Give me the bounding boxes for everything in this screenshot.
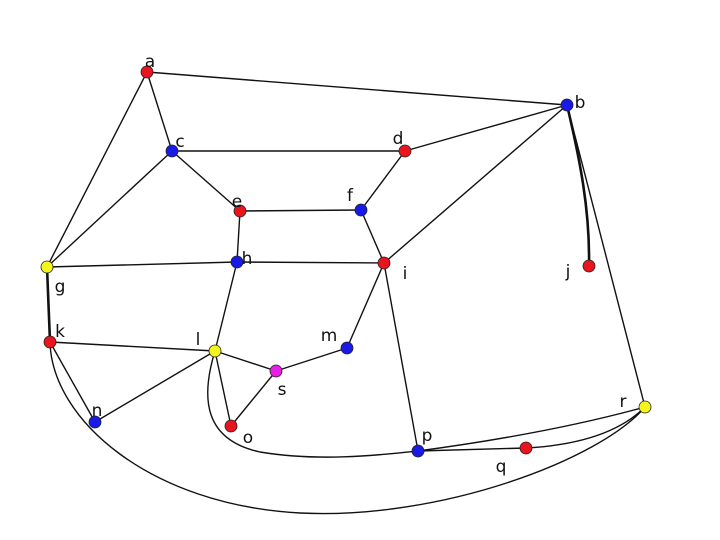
node-b [560,98,574,112]
edges-layer [45,71,646,515]
edge-b-j [565,103,591,268]
edge-b-r [566,104,646,408]
nodes-layer [40,65,652,458]
node-label-g: g [55,277,66,297]
node-c [165,144,179,158]
node-label-q: q [496,457,507,477]
edge-c-g [46,150,173,268]
node-label-k: k [55,322,65,342]
node-label-e: e [232,192,242,212]
node-label-f: f [347,186,354,206]
node-j [582,259,596,273]
edge-a-c [146,71,173,152]
edge-k-n [49,341,96,423]
labels-layer: a b c d e f g h i j k l m n o p q r s [55,52,627,477]
node-p [411,444,425,458]
node-q [519,441,533,455]
edge-i-p [383,262,419,452]
edge-h-l [214,261,238,352]
edge-s-m [275,347,348,372]
edge-l-o [214,350,232,427]
edge-l-p [207,350,419,458]
node-label-d: d [393,129,404,149]
edge-p-r [417,406,646,452]
node-r [638,400,652,414]
node-label-o: o [243,428,253,448]
edge-k-r [49,341,646,515]
node-label-c: c [175,132,184,152]
node-label-l: l [196,330,201,350]
node-label-r: r [620,392,627,412]
edge-e-f [239,209,362,212]
edge-l-n [94,350,216,423]
node-label-s: s [278,380,287,400]
node-d [398,144,412,158]
node-i [377,256,391,270]
edge-e-h [236,210,241,263]
edge-g-k [45,265,52,344]
edge-b-i [383,104,568,264]
node-l [208,344,222,358]
node-h [230,255,244,269]
edge-l-s [214,350,277,372]
node-label-b: b [575,93,586,113]
node-label-p: p [422,426,433,446]
edge-c-e [171,150,241,212]
node-o [224,419,238,433]
node-n [88,415,102,429]
node-label-n: n [92,401,103,421]
node-k [43,335,57,349]
edge-h-i [236,261,385,264]
edge-s-o [230,370,277,427]
edge-p-q [417,447,527,452]
edge-a-g [46,71,148,268]
node-g [40,260,54,274]
node-a [140,65,154,79]
node-label-j: j [565,262,571,282]
node-label-a: a [145,52,155,72]
node-label-m: m [321,326,338,346]
edge-f-i [360,209,385,264]
node-e [233,204,247,218]
edge-d-f [360,150,406,211]
edge-k-l [49,341,216,352]
edge-d-b [404,104,568,152]
node-label-h: h [242,249,253,269]
edge-a-b [146,71,568,106]
node-label-i: i [403,264,408,284]
node-f [354,203,368,217]
edge-g-h [46,261,238,268]
node-m [340,341,354,355]
edge-q-r [525,406,646,449]
edge-i-m [346,262,385,349]
node-s [269,364,283,378]
